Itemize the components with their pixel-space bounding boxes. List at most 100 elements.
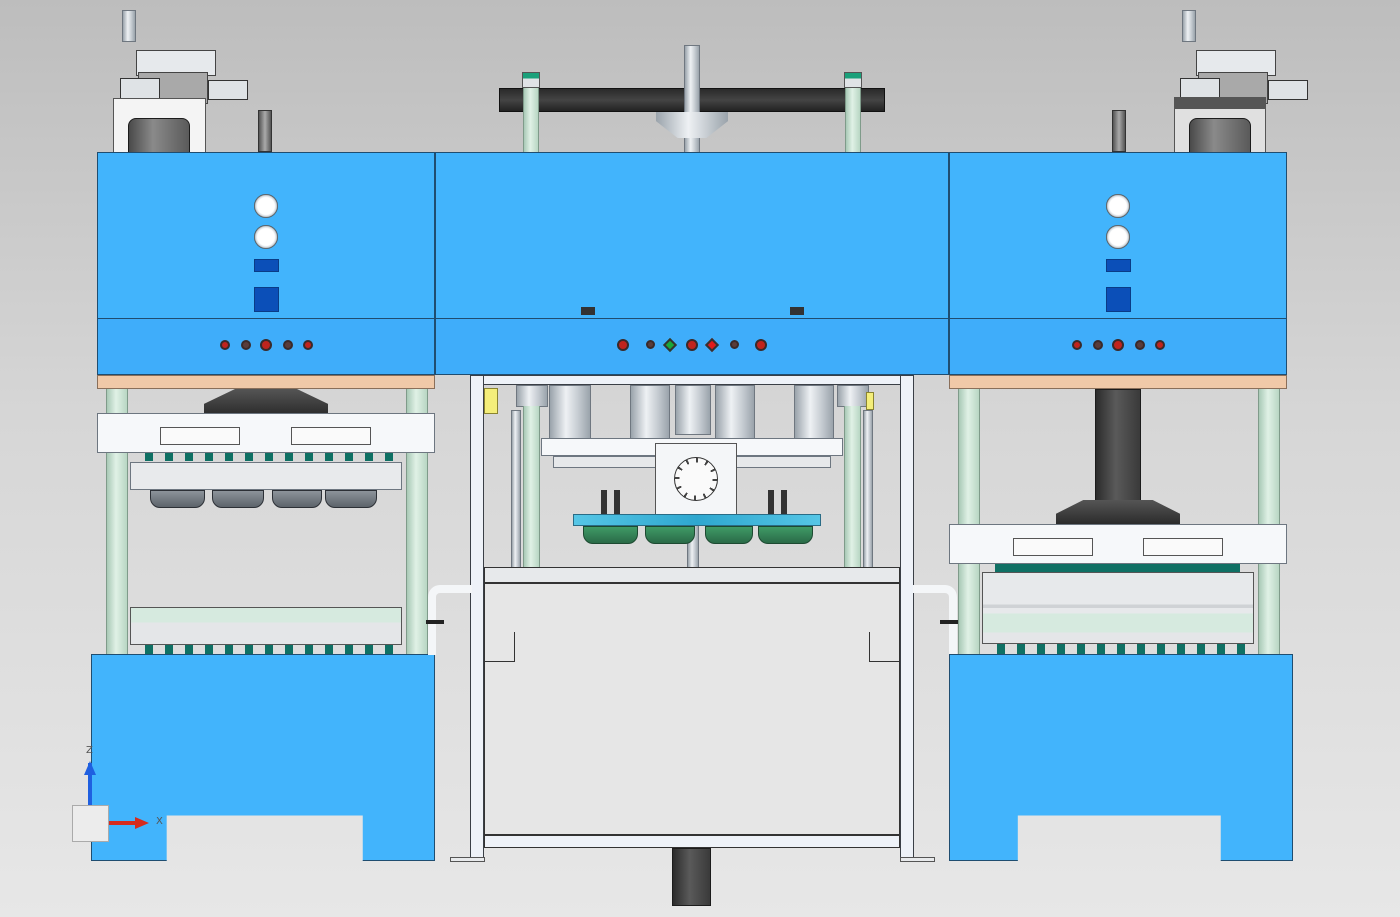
valve-right-coil [1268,80,1308,100]
center-tank-bottom-bar [484,835,900,848]
left-knob-1[interactable] [254,194,278,218]
center-frame-top-bar [470,375,914,385]
left-breather-pipe [258,110,272,152]
center-indicator-light-6 [730,340,739,349]
right-guide-pillar-b [1258,389,1280,655]
left-hydraulic-valve-block [108,10,253,104]
valve-left-coil [120,78,160,100]
center-mould-cavity-2 [645,526,695,544]
center-tie-nut-right [844,72,862,88]
left-indicator-light-1 [220,340,230,350]
left-lower-mould-plate [130,607,402,645]
right-motor [1189,118,1251,154]
center-vent-left [581,307,595,315]
center-mould-cavity-4 [758,526,813,544]
x-axis-arrowhead-icon [135,817,149,829]
center-drain-pipe [672,848,711,906]
center-cylinder-6 [794,385,834,440]
center-cylinder-1 [516,385,548,407]
left-upper-mould-plate [130,462,402,490]
left-lower-mould-teal-blocks [145,645,395,654]
left-platen-slot-1 [160,427,240,445]
right-mould-stack [982,572,1254,644]
center-cylinder-2 [549,385,591,440]
valve-right-coil [208,80,248,100]
center-vent-right [790,307,804,315]
valve-solenoid [1196,50,1276,76]
center-guide-pillar-right [844,406,861,584]
left-upper-mould-cavity-2 [212,490,264,508]
right-base-cabinet [949,654,1293,861]
left-upper-mould-cavity-3 [272,490,322,508]
center-indicator-light-4 [686,339,698,351]
center-rotary-flange [674,457,718,501]
center-tie-nut-left [522,72,540,88]
center-pulp-tank [484,583,900,835]
left-indicator-light-2 [241,340,251,350]
z-axis-label: Z [86,745,93,756]
right-indicator-light-2 [1093,340,1103,350]
center-yellow-bracket-left [484,388,498,414]
right-upper-platen [949,524,1287,564]
valve-stem [122,10,136,42]
left-upper-mould-cavity-4 [325,490,377,508]
right-knob-2[interactable] [1106,225,1130,249]
right-hydraulic-valve-block [1168,10,1313,104]
z-axis-arrow-icon [88,763,92,805]
right-guide-pillar-a [958,389,980,655]
center-tank-bracket-left [485,632,515,662]
z-axis-arrowhead-icon [84,761,96,775]
left-small-button[interactable] [254,259,279,272]
left-upper-mould-teal-blocks [145,453,395,461]
center-mould-cavity-3 [705,526,753,544]
left-top-plate [97,375,435,389]
x-axis-arrow-icon [109,821,137,825]
right-indicator-light-4 [1135,340,1145,350]
right-platen-slot-1 [1013,538,1093,556]
center-frame-foot-right [900,857,935,862]
right-indicator-light-5 [1155,340,1165,350]
right-top-plate [949,375,1287,389]
left-platen-slot-2 [291,427,371,445]
center-small-rod-right [863,410,873,570]
right-breather-pipe [1112,110,1126,152]
right-indicator-light-1 [1072,340,1082,350]
right-lower-mould-teal-blocks [997,644,1247,654]
x-axis-label: X [156,816,163,827]
center-frame-foot-left [450,857,485,862]
left-knob-2[interactable] [254,225,278,249]
center-cylinder-4 [675,385,711,435]
center-frame-left-post [470,375,484,862]
center-tie-rod-left [523,78,539,153]
center-guide-pillar-left [523,406,540,584]
left-motor [128,118,190,154]
right-large-button[interactable] [1106,287,1131,312]
center-tank-bracket-right [869,632,899,662]
center-cylinder-5 [715,385,755,440]
center-tank-top-bar [484,567,900,583]
left-upper-mould-cavity-1 [150,490,205,508]
right-small-button[interactable] [1106,259,1131,272]
center-frame-right-post [900,375,914,862]
right-pipe-valve [940,620,958,624]
center-upper-housing [435,152,949,319]
left-indicator-light-4 [283,340,293,350]
valve-stem [1182,10,1196,42]
right-press-flange [1056,500,1180,525]
right-upper-mould-teal-plate [995,564,1240,572]
left-guide-pillar-b [406,389,428,655]
center-mould-valves-left [601,490,627,514]
center-yellow-bracket-right [866,392,874,410]
right-hydraulic-cylinder [1095,389,1141,504]
center-rod-cone [656,112,728,138]
center-mould-valves-right [768,490,794,514]
left-pipe-valve [426,620,444,624]
center-cylinder-3 [630,385,670,440]
left-large-button[interactable] [254,287,279,312]
center-small-rod-left [511,410,521,570]
right-knob-1[interactable] [1106,194,1130,218]
left-press-flange [204,389,328,416]
right-indicator-light-3 [1112,339,1124,351]
left-indicator-light-3 [260,339,272,351]
axis-origin-cube [72,805,109,842]
